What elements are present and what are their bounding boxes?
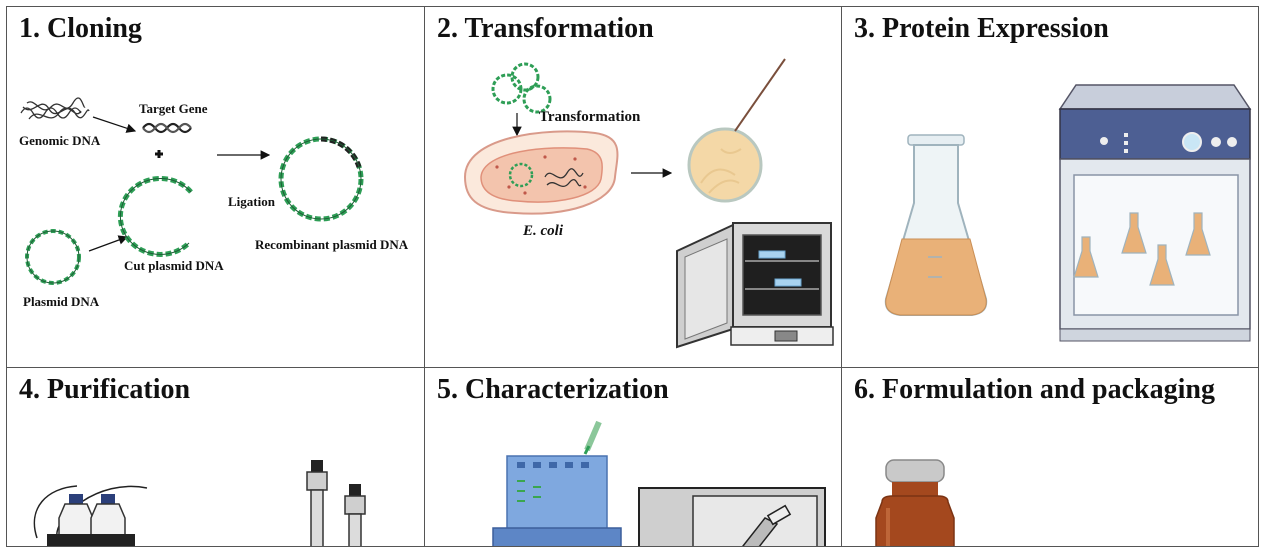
cloning-illustration (20, 97, 364, 285)
workflow-grid: 1. Cloning Genomic DNA Target Gene Plasm… (6, 6, 1259, 547)
e-coli-cell-icon (463, 130, 619, 215)
ligation-label: Ligation (228, 194, 275, 209)
panel-title: 5. Characterization (437, 374, 669, 405)
plasmid-dna-label: Plasmid DNA (23, 294, 100, 309)
e-coli-label: E. coli (523, 223, 563, 239)
plus-icon (155, 150, 163, 158)
formulation-illustration (875, 459, 955, 546)
transformation-illustration (463, 58, 834, 349)
panel-title: 4. Purification (19, 374, 191, 405)
panel-cloning: 1. Cloning Genomic DNA Target Gene Plasm… (6, 6, 425, 368)
medicine-vial-icon (875, 459, 955, 546)
transformation-label: Transformation (539, 109, 641, 125)
panel-title: 2. Transformation (437, 13, 654, 44)
panel-transformation: 2. Transformation Transformation E. coli (424, 6, 842, 368)
incubator-icon (676, 222, 834, 349)
cut-plasmid-icon (117, 175, 193, 257)
cut-plasmid-dna-label: Cut plasmid DNA (124, 258, 224, 273)
panel-characterization: 5. Characterization (424, 367, 842, 547)
genomic-dna-icon (20, 97, 90, 120)
panel-title: 6. Formulation and packaging (854, 374, 1215, 405)
plasmids-icon (491, 62, 552, 114)
shaking-incubator-icon (1058, 84, 1252, 342)
genomic-dna-label: Genomic DNA (19, 133, 101, 148)
target-gene-icon (142, 122, 192, 134)
target-gene-label: Target Gene (139, 101, 208, 116)
panel-formulation: 6. Formulation and packaging (841, 367, 1259, 547)
recombinant-plasmid-dna-label: Recombinant plasmid DNA (255, 237, 409, 252)
chromatography-column-icon (306, 460, 366, 546)
panel-purification: 4. Purification (6, 367, 425, 547)
erlenmeyer-flask-icon (884, 134, 988, 316)
gel-electrophoresis-icon (492, 420, 622, 546)
protein-expression-illustration (884, 84, 1252, 342)
petri-dish-icon (687, 58, 786, 203)
panel-title: 1. Cloning (19, 13, 142, 44)
panel-title: 3. Protein Expression (854, 13, 1109, 44)
analyzer-instrument-icon (638, 487, 826, 546)
panel-protein-expression: 3. Protein Expression (841, 6, 1259, 368)
